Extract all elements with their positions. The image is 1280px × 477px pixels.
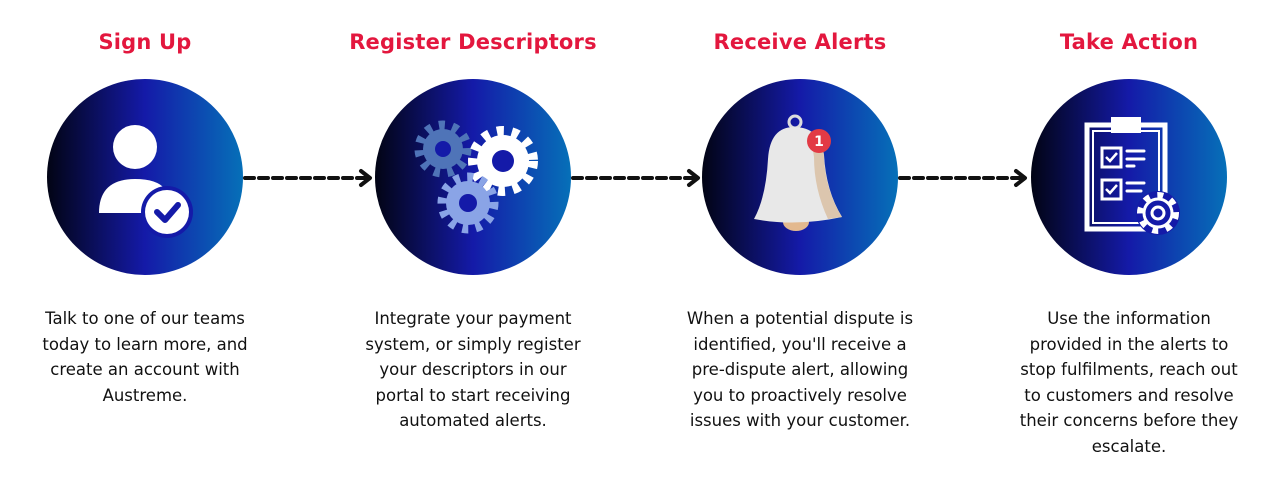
- description-line: provided in the alerts to: [1029, 334, 1229, 354]
- dashed-arrow-icon: [898, 168, 1030, 188]
- description-line: When a potential dispute is: [686, 309, 914, 328]
- description-line: Use the information: [1047, 309, 1211, 328]
- step-circle: [375, 79, 571, 275]
- description-line: portal to start receiving: [375, 385, 571, 405]
- step-circle: 1: [702, 79, 898, 275]
- clipboard-gear-icon: [1084, 117, 1180, 235]
- user-check-icon: [99, 125, 193, 238]
- description-line: today to learn more, and: [42, 334, 248, 354]
- step-description: When a potential dispute is identified, …: [650, 306, 950, 434]
- notification-badge: 1: [814, 134, 824, 150]
- description-line: you to proactively resolve: [693, 385, 907, 405]
- step-description: Integrate your payment system, or simply…: [323, 306, 623, 434]
- description-line: escalate.: [1091, 436, 1167, 456]
- step-description: Use the information provided in the aler…: [979, 306, 1279, 460]
- gears-icon: [414, 120, 538, 234]
- description-line: their concerns before they: [1019, 411, 1239, 431]
- description-line: automated alerts.: [399, 411, 547, 431]
- step-description: Talk to one of our teams today to learn …: [0, 306, 295, 408]
- description-line: create an account with: [50, 360, 240, 380]
- bell-notification-icon: 1: [754, 114, 842, 231]
- step-title: Receive Alerts: [713, 30, 887, 54]
- step-title: Sign Up: [98, 30, 192, 54]
- description-line: identified, you'll receive a: [693, 334, 907, 354]
- description-line: to customers and resolve: [1024, 385, 1234, 405]
- description-line: your descriptors in our: [379, 360, 567, 380]
- dashed-arrow-icon: [243, 168, 375, 188]
- dashed-arrow-icon: [571, 168, 703, 188]
- description-line: system, or simply register: [365, 334, 581, 354]
- step-title: Register Descriptors: [349, 30, 597, 54]
- description-line: issues with your customer.: [689, 411, 911, 431]
- step-circle: [1031, 79, 1227, 275]
- description-line: pre-dispute alert, allowing: [691, 360, 909, 380]
- description-line: Talk to one of our teams: [45, 309, 245, 328]
- description-line: stop fulfilments, reach out: [1020, 360, 1238, 380]
- description-line: Integrate your payment: [374, 309, 572, 328]
- step-title: Take Action: [1059, 30, 1199, 54]
- description-line: Austreme.: [102, 385, 188, 405]
- step-circle: [47, 79, 243, 275]
